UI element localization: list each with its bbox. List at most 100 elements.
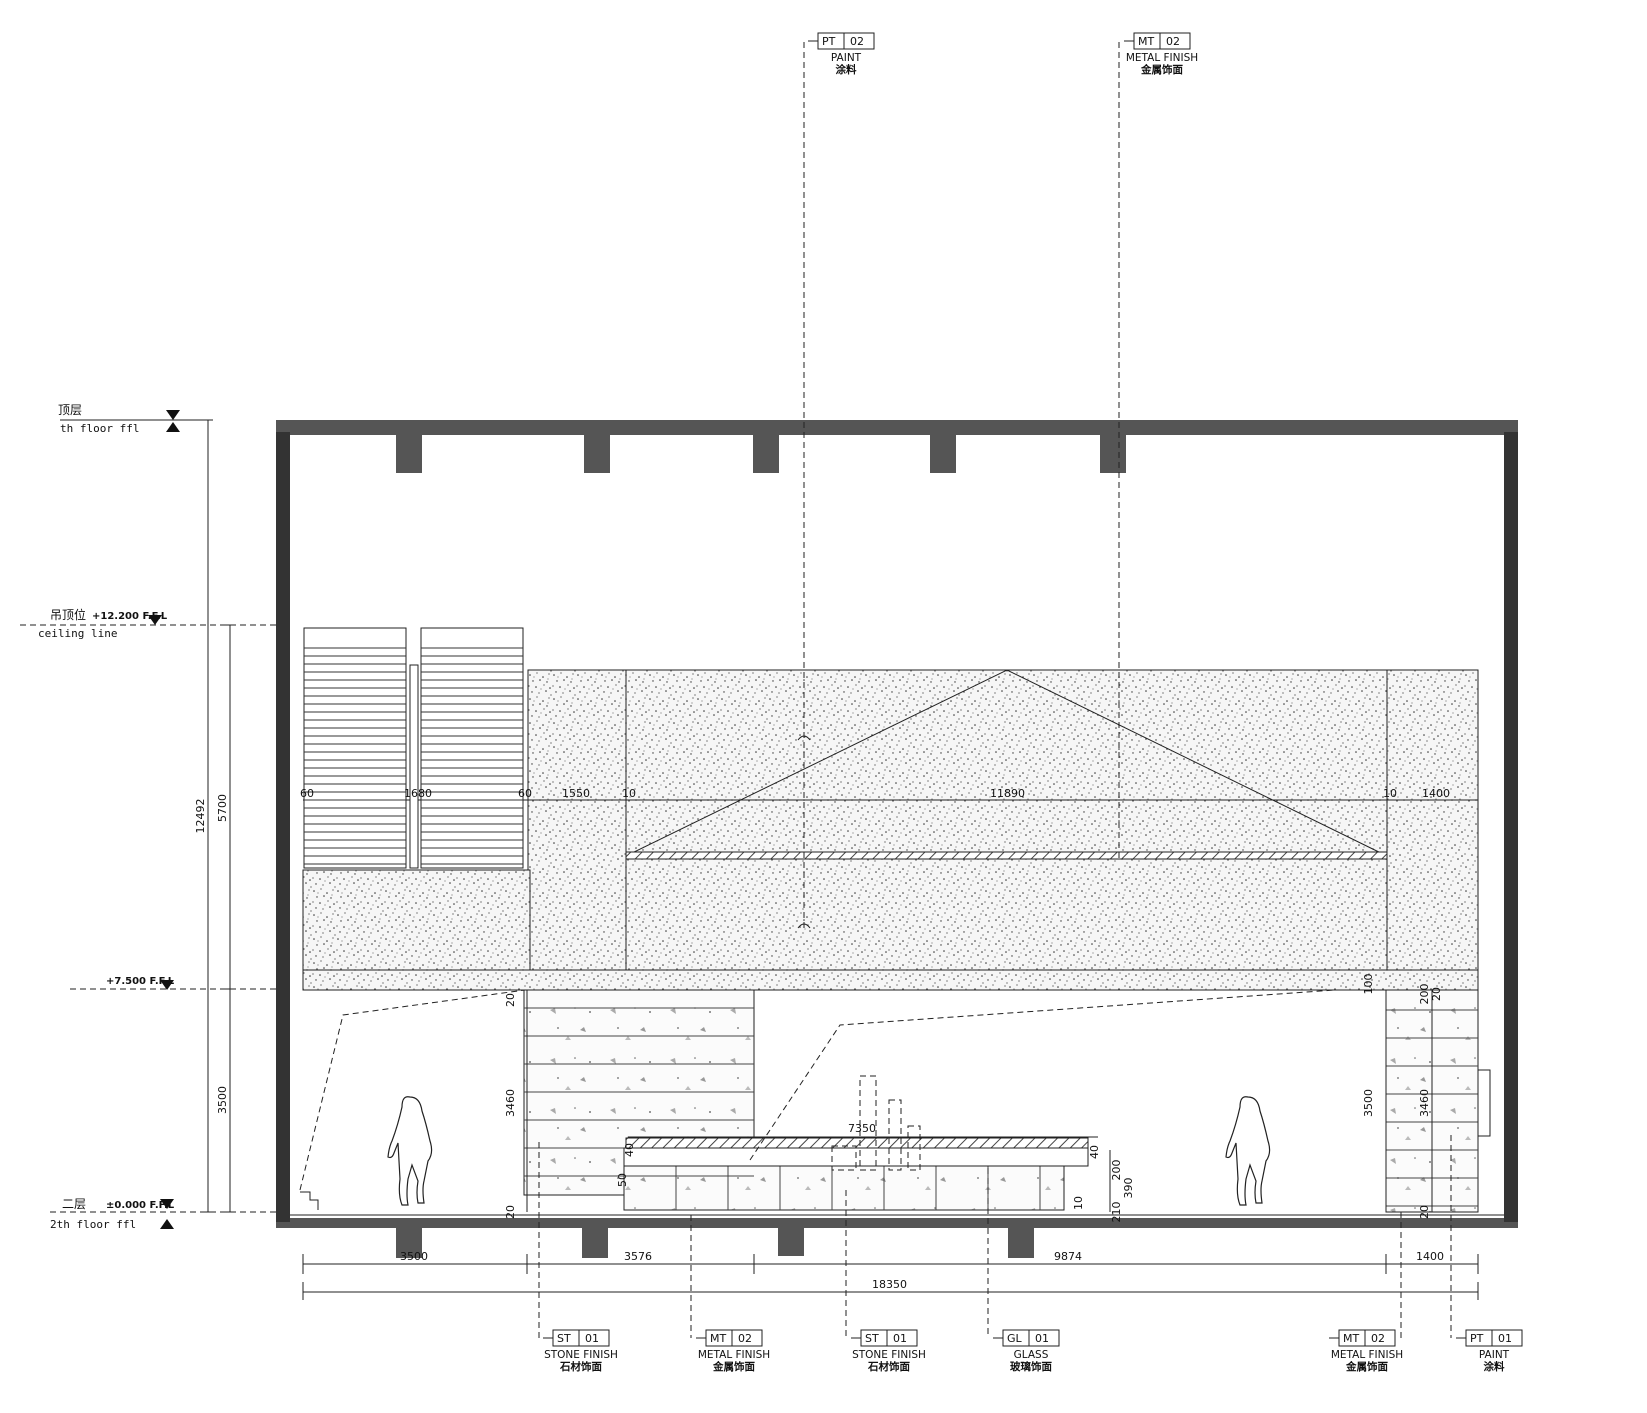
louvre-panel-left [303, 627, 407, 869]
level-down-triangle-icon [166, 410, 180, 420]
fascia-band [302, 969, 1479, 991]
tag-label-en: METAL FINISH [1331, 1349, 1403, 1361]
human-figure-left [387, 1096, 433, 1206]
level-triangle-icon [148, 615, 162, 625]
level-up-triangle-icon [166, 422, 180, 432]
dim: 3500 [1362, 1089, 1375, 1117]
dim-upper-height: 5700 [216, 794, 229, 822]
dim: 10 [1072, 1196, 1085, 1210]
side-panel [1477, 1069, 1491, 1137]
level-ceiling-cn: 吊顶位 [50, 607, 86, 622]
tag-number: 02 [850, 35, 864, 48]
display-element [859, 1075, 877, 1171]
dim: 20 [504, 993, 517, 1007]
tag-label-en: PAINT [831, 52, 862, 64]
roof-beam [584, 433, 610, 473]
display-element [831, 1145, 857, 1171]
upper-stone-panel [527, 669, 1479, 991]
louvre-panel-right [420, 627, 524, 869]
counter-base [623, 1164, 1065, 1211]
level-ceiling-en: ceiling line [38, 627, 117, 640]
tag-label-en: STONE FINISH [544, 1349, 618, 1361]
level-top: 顶层 th floor ffl [58, 403, 210, 435]
dim: 390 [1122, 1178, 1135, 1199]
tag-code: MT [1343, 1332, 1359, 1345]
dim-bottom-a: 3500 [400, 1250, 428, 1263]
tag-label-en: METAL FINISH [1126, 52, 1198, 64]
dim-bottom-d: 1400 [1416, 1250, 1444, 1263]
display-element [888, 1099, 902, 1171]
floor-beam [396, 1228, 422, 1258]
roof-beam [930, 433, 956, 473]
tag-code: ST [865, 1332, 879, 1345]
floor-beam [1008, 1228, 1034, 1258]
dim: 1680 [404, 787, 432, 800]
dim: 60 [300, 787, 314, 800]
tag-label-cn: 金属饰面 [1140, 63, 1183, 76]
dim: 20 [504, 1205, 517, 1219]
tag-number: 01 [1035, 1332, 1049, 1345]
human-figure-right [1225, 1096, 1271, 1206]
vertical-dimensions: 12492 5700 3500 [194, 419, 235, 1213]
tag-code: GL [1007, 1332, 1023, 1345]
dim: 1400 [1422, 787, 1450, 800]
dim: 50 [616, 1173, 629, 1187]
tag-label-cn: 涂料 [836, 63, 857, 76]
tag-label-cn: 金属饰面 [712, 1360, 755, 1373]
level-up-triangle-icon [160, 1219, 174, 1229]
tag-label-cn: 石材饰面 [867, 1360, 910, 1373]
dim-bottom-c: 9874 [1054, 1250, 1082, 1263]
level-mid: +7.500 F.F.L [70, 976, 278, 990]
level-top-cn: 顶层 [58, 403, 82, 417]
roof-beam [753, 433, 779, 473]
level-second: 二层 ±0.000 F.F.L 2th floor ffl [50, 1197, 278, 1231]
floor-beam [582, 1228, 608, 1258]
dim: 7350 [848, 1122, 876, 1135]
inner-dimensions: 3460 20 20 3500 100 3460 200 20 20 7350 … [504, 974, 1443, 1223]
roof-beam [396, 433, 422, 473]
dim-lower-height: 3500 [216, 1086, 229, 1114]
dim: 10 [1383, 787, 1397, 800]
dim: 40 [1088, 1145, 1101, 1159]
tag-number: 01 [585, 1332, 599, 1345]
level-ceiling-mark: +12.200 F.F.L [92, 611, 168, 622]
level-second-en: 2th floor ffl [50, 1218, 136, 1231]
tag-label-cn: 涂料 [1484, 1360, 1506, 1373]
display-element [907, 1125, 921, 1171]
dim: 20 [1418, 1205, 1431, 1219]
tag-code: PT [822, 35, 836, 48]
dim: 1550 [562, 787, 590, 800]
top-row-dimensions: 60 1680 60 1550 10 11890 10 1400 [300, 787, 1450, 800]
tag-number: 02 [1166, 35, 1180, 48]
tag-number: 02 [1371, 1332, 1385, 1345]
floor-slab [276, 1218, 1518, 1228]
tag-label-en: METAL FINISH [698, 1349, 770, 1361]
level-second-mark: ±0.000 F.F.L [106, 1200, 175, 1211]
dim: 210 [1110, 1202, 1123, 1223]
bottom-dimensions: 3500 3576 9874 1400 18350 [302, 1250, 1479, 1300]
tag-label-cn: 石材饰面 [559, 1360, 602, 1373]
louvre-panels [303, 627, 524, 869]
tag-code: PT [1470, 1332, 1484, 1345]
louvre-mullion [409, 664, 419, 869]
level-triangle-icon [160, 980, 174, 990]
tag-label-cn: 金属饰面 [1345, 1360, 1388, 1373]
level-second-cn: 二层 [62, 1197, 86, 1211]
tag-label-en: PAINT [1479, 1349, 1510, 1361]
dim: 60 [518, 787, 532, 800]
glass-counter-top [625, 1137, 1089, 1149]
tag-code: MT [1138, 35, 1154, 48]
tag-label-en: STONE FINISH [852, 1349, 926, 1361]
roof-slab [276, 420, 1518, 435]
tag-label-cn: 玻璃饰面 [1010, 1360, 1052, 1373]
